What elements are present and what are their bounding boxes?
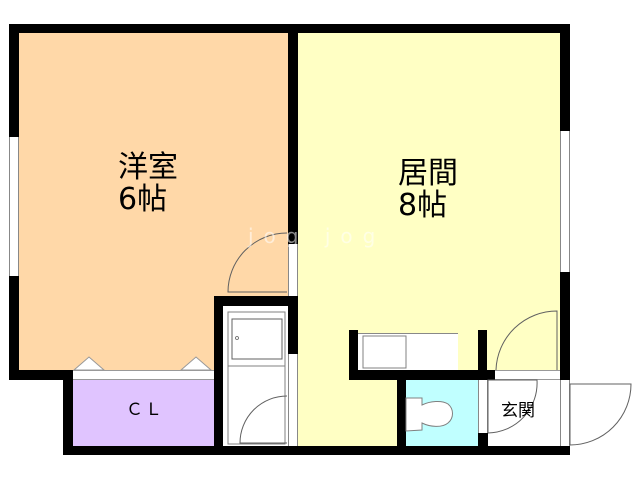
- wall-kitchen-bottom: [349, 370, 495, 380]
- wall-washroom-left: [214, 296, 223, 455]
- wall-divider-upper: [288, 24, 298, 244]
- entrance: [488, 380, 560, 446]
- wall-closet-left: [63, 370, 73, 455]
- closet-door-strip: [73, 370, 214, 380]
- washroom-door-opening: [288, 354, 298, 446]
- washroom-door-arc: [239, 395, 288, 444]
- watermark: jog jog: [248, 224, 386, 248]
- closet: [73, 380, 214, 446]
- western-room-size: 6帖: [118, 181, 168, 217]
- wall-toilet-right: [478, 433, 488, 455]
- front-door-arc: [569, 383, 632, 446]
- living-room-label: 居間 8帖: [398, 158, 458, 221]
- wall-left-lower: [9, 276, 19, 380]
- wall-kitchen-left: [349, 330, 358, 380]
- living-room-door-arc: [495, 310, 558, 371]
- living-room-name: 居間: [398, 156, 458, 191]
- western-room-name: 洋室: [118, 150, 178, 185]
- wall-right-lower: [560, 272, 570, 380]
- toilet-door-arc: [487, 379, 538, 434]
- window-right: [560, 131, 570, 272]
- wall-washroom-right: [288, 296, 298, 354]
- wall-left-upper: [9, 24, 19, 137]
- closet-label: ＣＬ: [126, 400, 164, 420]
- closet-door-marker-right: [179, 356, 213, 371]
- washbasin-drain: [235, 336, 239, 340]
- window-left: [9, 137, 19, 276]
- wall-kitchen-right: [478, 330, 487, 380]
- toilet-bowl: [405, 397, 453, 432]
- wall-washroom-top: [214, 296, 298, 306]
- western-room-label: 洋室 6帖: [118, 152, 178, 215]
- washbasin: [231, 318, 283, 360]
- western-room-door-arc: [227, 232, 288, 293]
- wall-left-bottom: [9, 370, 73, 380]
- living-room-size: 8帖: [398, 187, 448, 223]
- washroom-opening: [288, 244, 298, 296]
- entrance-label: 玄関: [501, 401, 535, 421]
- closet-door-marker-left: [72, 356, 106, 371]
- wall-right-upper: [560, 24, 570, 131]
- kitchen-sink: [362, 335, 407, 369]
- wall-toilet-left: [397, 370, 406, 455]
- wall-bottom: [63, 446, 570, 455]
